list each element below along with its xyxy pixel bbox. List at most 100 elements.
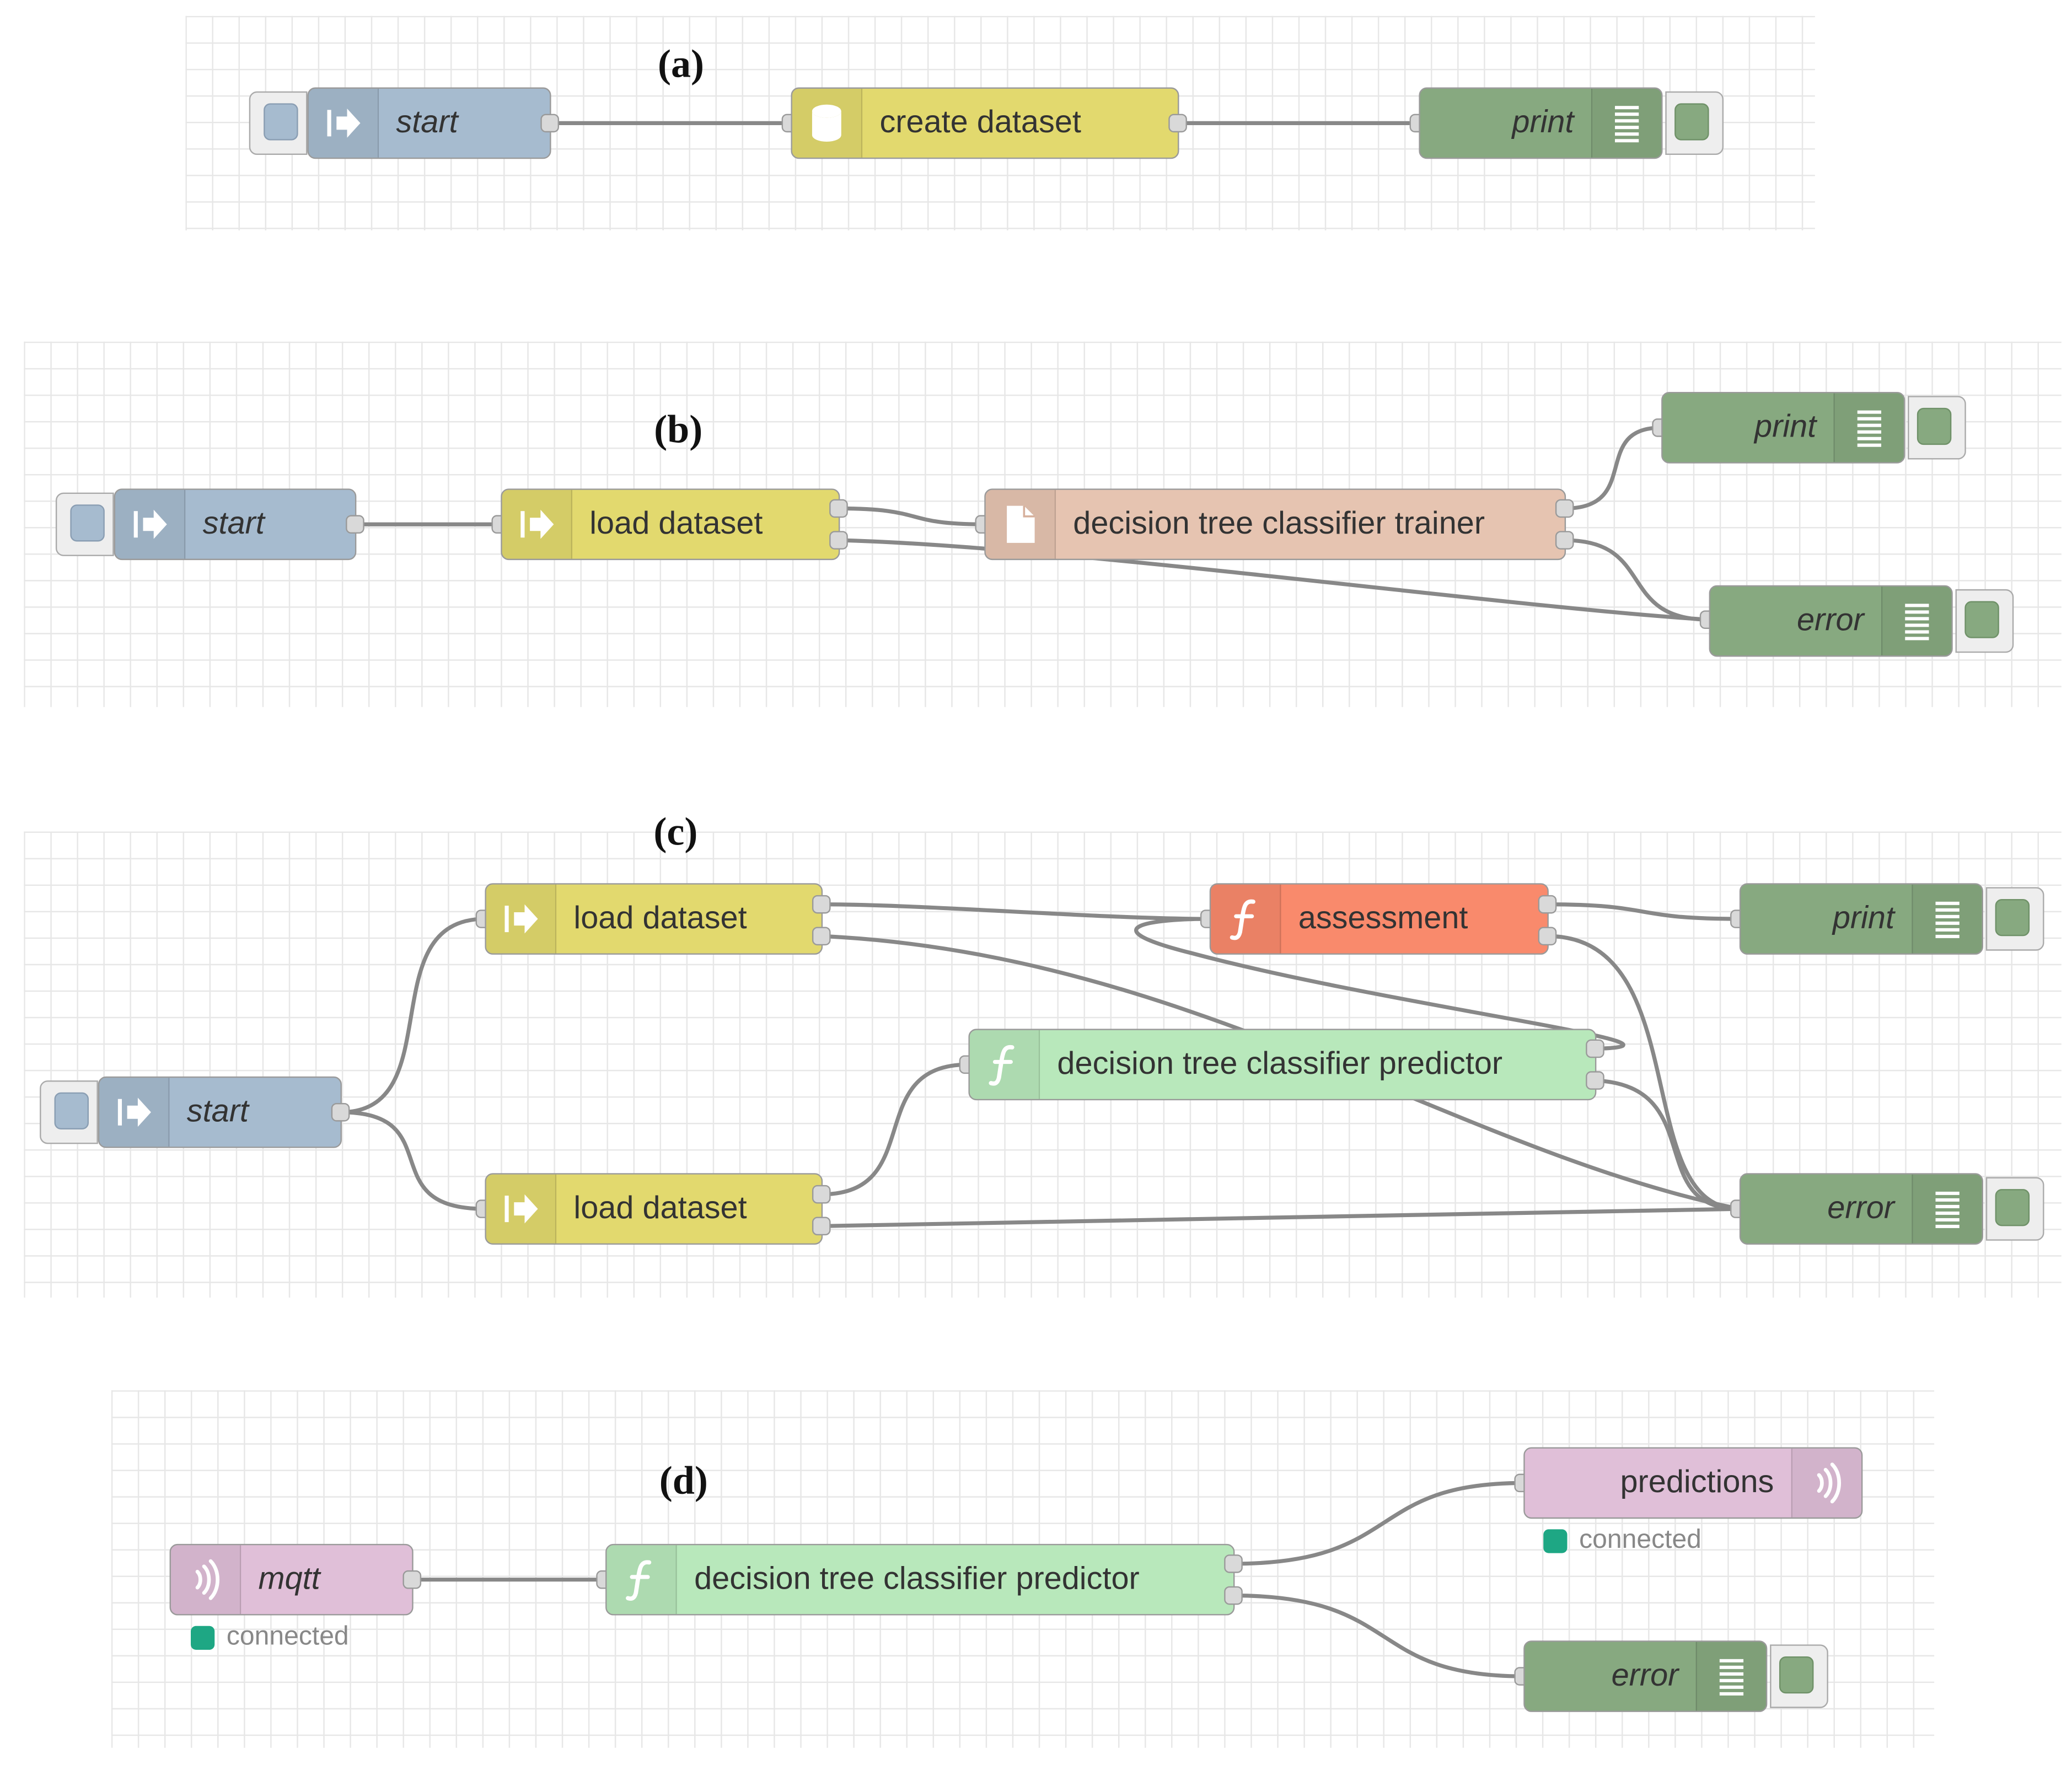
node-label: mqtt [258,1561,320,1597]
arrow-in-icon [308,88,379,158]
output-port-1[interactable] [829,499,848,518]
node-c-print[interactable]: print [1739,883,1983,955]
node-label: print [1754,409,1817,445]
wire-c-load2-to-error [821,1207,1740,1228]
node-c-load-dataset-2[interactable]: load dataset [485,1173,823,1245]
node-d-mqtt[interactable]: mqtt [169,1543,414,1616]
output-port[interactable] [1168,114,1187,133]
output-port-2[interactable] [812,927,831,946]
debug-list-icon [1591,88,1662,158]
node-c-assessment[interactable]: assessment [1209,883,1549,955]
node-a-create-dataset[interactable]: create dataset [791,87,1179,159]
wire-b-trainer-to-error [1564,538,1709,622]
mqtt-signal-icon [170,1545,241,1615]
wire-c-assess-to-error [1547,934,1740,1211]
output-port-2[interactable] [1586,1071,1604,1090]
output-port[interactable] [540,114,559,133]
node-label: start [202,505,265,542]
wire-c-predictor-to-assess [1134,917,1625,1051]
status-badge: connected [191,1622,349,1653]
node-b-print[interactable]: print [1661,392,1905,464]
wire-b-load-to-trainer [838,506,985,526]
status-dot-icon [1543,1529,1568,1553]
node-c-predictor[interactable]: decision tree classifier predictor [968,1029,1597,1101]
debug-toggle-button[interactable] [1985,887,2044,951]
output-port-2[interactable] [1538,927,1557,946]
output-port-1[interactable] [812,1185,831,1204]
node-b-trainer[interactable]: decision tree classifier trainer [984,488,1566,561]
output-port-2[interactable] [829,531,848,550]
debug-list-icon [1833,393,1904,462]
status-text: connected [226,1622,349,1651]
output-port-1[interactable] [1224,1554,1243,1573]
output-port-1[interactable] [812,895,831,914]
node-label: load dataset [573,900,747,937]
output-port-2[interactable] [1555,531,1574,550]
debug-toggle-button[interactable] [1955,589,2014,653]
wire-c-predictor-to-error [1595,1078,1740,1211]
arrow-in-icon [99,1078,170,1147]
node-label: print [1512,104,1574,141]
node-d-error[interactable]: error [1523,1640,1768,1712]
database-icon [792,88,863,158]
wire-d-predictor-to-predictions [1233,1481,1524,1566]
debug-list-icon [1912,884,1982,954]
output-port-1[interactable] [1586,1039,1604,1058]
node-b-error[interactable]: error [1709,585,1953,657]
debug-toggle-button[interactable] [1665,91,1724,155]
node-label: error [1827,1190,1895,1226]
inject-button[interactable] [40,1080,98,1144]
arrow-in-icon [486,884,557,954]
node-c-error[interactable]: error [1739,1173,1983,1245]
node-label: assessment [1298,900,1468,937]
output-port-2[interactable] [812,1217,831,1236]
wire-b-trainer-to-print [1564,426,1662,511]
node-c-load-dataset-1[interactable]: load dataset [485,883,823,955]
node-b-start[interactable]: start [114,488,357,561]
node-a-print[interactable]: print [1419,87,1663,159]
node-label: load dataset [589,505,763,542]
node-label: start [396,104,458,141]
inject-button[interactable] [55,492,114,556]
node-label: decision tree classifier predictor [1057,1046,1503,1082]
wire-c-assess-to-print [1547,902,1740,921]
mqtt-signal-icon [1791,1448,1861,1518]
output-port[interactable] [402,1570,422,1589]
debug-toggle-button[interactable] [1985,1177,2044,1241]
output-port[interactable] [331,1102,350,1122]
node-label: load dataset [573,1190,747,1226]
output-port-2[interactable] [1224,1586,1243,1605]
inject-button[interactable] [249,91,308,155]
panel-label-c: (c) [653,810,698,854]
wire-b-load-to-error [838,538,1709,622]
debug-toggle-button[interactable] [1908,396,1966,460]
status-dot-icon [191,1625,215,1649]
wire-d-predictor-to-error [1233,1593,1524,1678]
debug-list-icon [1881,586,1952,656]
node-label: decision tree classifier predictor [694,1561,1140,1597]
debug-toggle-button[interactable] [1770,1644,1828,1708]
node-b-load-dataset[interactable]: load dataset [501,488,840,561]
debug-list-icon [1912,1174,1982,1244]
node-d-predictions[interactable]: predictions [1523,1447,1863,1519]
node-d-predictor[interactable]: decision tree classifier predictor [605,1543,1235,1616]
function-icon [606,1545,677,1615]
arrow-in-icon [486,1174,557,1244]
node-a-start[interactable]: start [307,87,551,159]
output-port-1[interactable] [1555,499,1574,518]
node-c-start[interactable]: start [98,1076,342,1148]
panel-label-a: (a) [657,42,705,87]
status-text: connected [1579,1525,1701,1555]
output-port-1[interactable] [1538,895,1557,914]
arrow-in-icon [115,489,186,559]
function-icon [1211,884,1281,954]
wire-c-load2-to-predictor [821,1062,969,1197]
output-port[interactable] [346,515,364,534]
file-icon [985,489,1056,559]
panel-label-b: (b) [654,407,703,452]
arrow-in-icon [502,489,573,559]
debug-list-icon [1695,1642,1766,1711]
node-label: create dataset [879,104,1081,141]
